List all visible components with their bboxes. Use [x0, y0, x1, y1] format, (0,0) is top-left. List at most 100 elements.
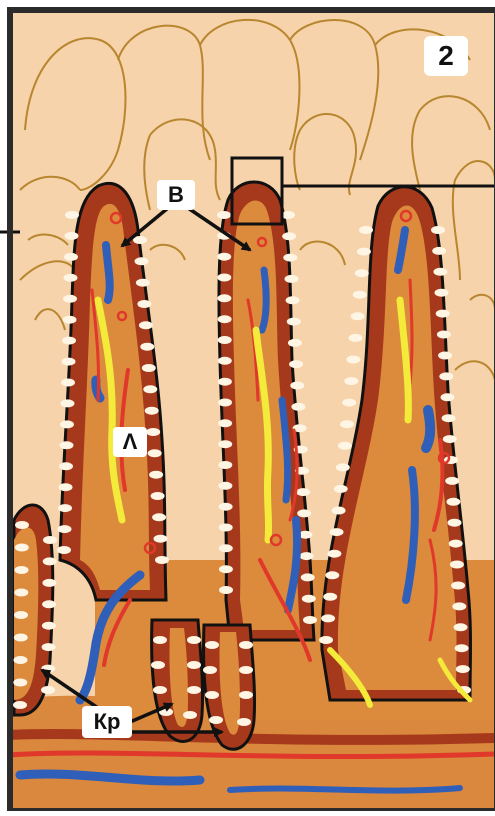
- goblet-cell: [60, 420, 74, 428]
- goblet-cell: [353, 291, 367, 299]
- goblet-cell: [437, 331, 451, 339]
- goblet-cell: [300, 552, 314, 560]
- goblet-cell: [183, 711, 197, 719]
- goblet-cell: [60, 441, 74, 449]
- goblet-cell: [153, 636, 167, 644]
- goblet-cell: [154, 535, 168, 543]
- goblet-cell: [43, 557, 57, 565]
- goblet-cell: [446, 498, 460, 506]
- goblet-cell: [137, 300, 151, 308]
- goblet-cell: [288, 339, 302, 347]
- goblet-cell: [142, 364, 156, 372]
- goblet-cell: [153, 686, 167, 694]
- goblet-cell: [448, 519, 462, 527]
- goblet-cell: [217, 253, 231, 261]
- goblet-cell: [289, 360, 303, 368]
- goblet-cell: [301, 573, 315, 581]
- goblet-cell: [42, 579, 56, 587]
- vein: [106, 245, 110, 300]
- goblet-cell: [287, 318, 301, 326]
- goblet-cell: [42, 600, 56, 608]
- goblet-cell: [15, 521, 29, 529]
- goblet-cell: [218, 399, 232, 407]
- goblet-cell: [13, 701, 27, 709]
- goblet-cell: [149, 471, 163, 479]
- goblet-cell: [432, 247, 446, 255]
- goblet-cell: [346, 356, 360, 364]
- goblet-cell: [219, 524, 233, 532]
- goblet-cell: [296, 488, 310, 496]
- goblet-cell: [327, 550, 341, 558]
- goblet-cell: [205, 691, 219, 699]
- goblet-cell: [344, 377, 358, 385]
- goblet-cell: [303, 616, 317, 624]
- goblet-cell: [449, 540, 463, 548]
- goblet-cell: [451, 582, 465, 590]
- goblet-cell: [58, 525, 72, 533]
- goblet-cell: [431, 226, 445, 234]
- goblet-cell: [41, 686, 55, 694]
- goblet-cell: [61, 379, 75, 387]
- goblet-cell: [218, 482, 232, 490]
- goblet-cell: [64, 274, 78, 282]
- goblet-cell: [340, 420, 354, 428]
- goblet-cell: [14, 611, 28, 619]
- goblet-cell: [140, 343, 154, 351]
- goblet-cell: [187, 636, 201, 644]
- goblet-cell: [218, 357, 232, 365]
- goblet-cell: [237, 718, 251, 726]
- goblet-cell: [151, 492, 165, 500]
- label-villus-epithelium: В: [157, 180, 195, 210]
- goblet-cell: [357, 248, 371, 256]
- goblet-cell: [152, 513, 166, 521]
- goblet-cell: [148, 449, 162, 457]
- goblet-cell: [59, 462, 73, 470]
- goblet-cell: [218, 378, 232, 386]
- vein: [426, 410, 430, 448]
- goblet-cell: [282, 232, 296, 240]
- goblet-cell: [57, 546, 71, 554]
- goblet-cell: [321, 614, 335, 622]
- goblet-cell: [218, 419, 232, 427]
- goblet-cell: [64, 253, 78, 261]
- goblet-cell: [443, 435, 457, 443]
- goblet-cell: [338, 442, 352, 450]
- goblet-cell: [239, 666, 253, 674]
- goblet-cell: [151, 661, 165, 669]
- goblet-cell: [209, 716, 223, 724]
- goblet-cell: [65, 232, 79, 240]
- goblet-cell: [58, 504, 72, 512]
- goblet-cell: [336, 463, 350, 471]
- goblet-cell: [219, 544, 233, 552]
- goblet-cell: [62, 337, 76, 345]
- goblet-cell: [203, 666, 217, 674]
- goblet-cell: [15, 544, 29, 552]
- goblet-cell: [63, 295, 77, 303]
- goblet-cell: [319, 636, 333, 644]
- goblet-cell: [14, 589, 28, 597]
- goblet-cell: [435, 289, 449, 297]
- goblet-cell: [205, 641, 219, 649]
- goblet-cell: [145, 407, 159, 415]
- goblet-cell: [302, 595, 316, 603]
- goblet-cell: [438, 352, 452, 360]
- panel-number: 2: [424, 36, 468, 76]
- goblet-cell: [218, 461, 232, 469]
- goblet-cell: [323, 593, 337, 601]
- label-crypts: Кр: [82, 706, 132, 738]
- goblet-cell: [355, 269, 369, 277]
- goblet-cell: [135, 257, 149, 265]
- goblet-cell: [441, 393, 455, 401]
- goblet-cell: [218, 336, 232, 344]
- goblet-cell: [136, 279, 150, 287]
- goblet-cell: [454, 623, 468, 631]
- goblet-cell: [445, 477, 459, 485]
- goblet-cell: [187, 661, 201, 669]
- submucosal-vein-2: [230, 788, 460, 791]
- goblet-cell: [61, 399, 75, 407]
- goblet-cell: [359, 226, 373, 234]
- goblet-cell: [14, 656, 28, 664]
- goblet-cell: [187, 686, 201, 694]
- goblet-cell: [330, 528, 344, 536]
